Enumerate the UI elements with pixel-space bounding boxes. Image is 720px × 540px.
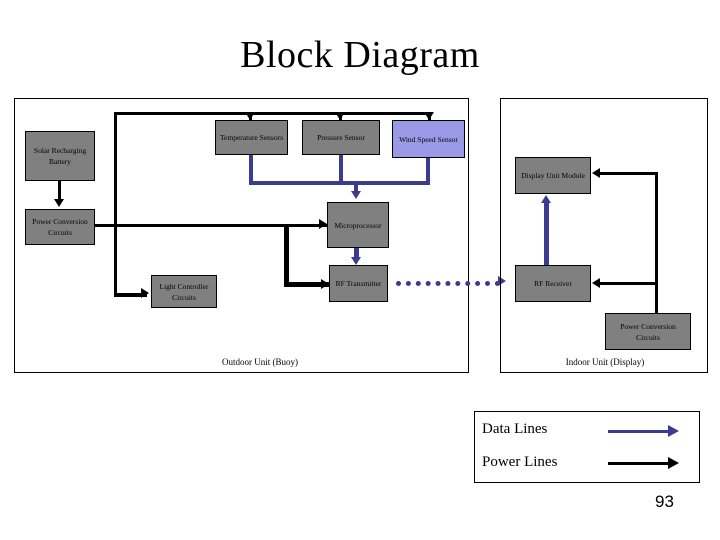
block-label: Microprocessor — [334, 220, 382, 230]
power-arrow-light-controller — [141, 288, 149, 298]
power-bus-vertical-left — [114, 112, 117, 296]
power-feed-rf-transmitter — [284, 282, 331, 287]
block-label: RF Transmitter — [335, 279, 382, 288]
power-arrow-microprocessor — [319, 219, 327, 229]
block-temperature-sensors[interactable]: Temperature Sensors — [215, 120, 288, 155]
block-label: RF Receiver — [534, 279, 572, 288]
power-arrow-rf-transmitter — [321, 279, 329, 289]
wireless-rf-link — [396, 281, 500, 286]
block-label: Solar Recharging Battery — [33, 146, 87, 166]
power-arrow-wind — [424, 112, 434, 120]
legend-data-lines-arrow — [608, 430, 670, 433]
power-arrow-temperature — [245, 112, 255, 120]
legend-data-lines-arrowhead — [668, 425, 679, 437]
power-feed-display-unit — [600, 172, 658, 175]
block-label: Power Conversion Circuits — [32, 217, 88, 237]
data-arrow-rfrx-to-display — [541, 195, 551, 203]
block-label: Wind Speed Sensor — [399, 134, 458, 144]
power-branch-to-rf-transmitter — [284, 224, 289, 285]
block-rf-transmitter[interactable]: RF Transmitter — [329, 265, 388, 302]
data-arrow-microprocessor — [351, 191, 361, 199]
data-line-micro-to-rftx — [354, 248, 359, 260]
block-display-unit-module[interactable]: Display Unit Module — [515, 157, 591, 194]
outdoor-unit-panel — [14, 98, 469, 373]
legend-power-lines-arrow — [608, 462, 670, 465]
legend-data-lines-label: Data Lines — [482, 421, 548, 437]
page-title: Block Diagram — [240, 34, 480, 76]
indoor-unit-label: Indoor Unit (Display) — [565, 357, 645, 367]
data-line-temperature — [249, 155, 253, 184]
power-feed-light-controller — [114, 293, 147, 297]
block-wind-speed-sensor[interactable]: Wind Speed Sensor — [392, 120, 465, 158]
power-bus-horizontal-mid — [95, 224, 333, 227]
power-arrow-pressure — [335, 112, 345, 120]
outdoor-unit-label: Outdoor Unit (Buoy) — [222, 357, 298, 367]
data-line-wind — [426, 158, 430, 184]
block-light-controller-circuits[interactable]: Light Controller Circuits — [151, 275, 217, 308]
power-arrow-display-unit — [592, 168, 600, 178]
legend-power-lines-label: Power Lines — [482, 454, 558, 470]
block-label: Display Unit Module — [521, 171, 585, 180]
block-power-conversion-circuits-outdoor[interactable]: Power Conversion Circuits — [25, 209, 95, 245]
power-arrow-solar-to-conversion — [54, 199, 64, 207]
legend-power-lines-arrowhead — [668, 457, 679, 469]
block-label: Pressure Sensor — [317, 133, 365, 142]
wireless-rf-arrow — [498, 276, 506, 286]
data-drop-microprocessor — [354, 181, 358, 193]
power-bus-horizontal-top — [114, 112, 431, 115]
block-rf-receiver[interactable]: RF Receiver — [515, 265, 591, 302]
block-label: Temperature Sensors — [220, 133, 283, 142]
data-line-pressure — [339, 155, 343, 184]
block-pressure-sensor[interactable]: Pressure Sensor — [302, 120, 380, 155]
data-line-rfrx-to-display — [544, 203, 549, 265]
block-solar-recharging-battery[interactable]: Solar Recharging Battery — [25, 131, 95, 181]
power-arrow-rf-receiver — [592, 278, 600, 288]
block-label: Light Controller Circuits — [159, 281, 209, 302]
power-bus-vertical-indoor — [655, 172, 658, 314]
block-label: Power Conversion Circuits — [620, 321, 676, 342]
legend-box — [474, 411, 700, 483]
data-bus-horizontal — [249, 181, 430, 185]
indoor-unit-panel — [500, 98, 708, 373]
block-microprocessor[interactable]: Microprocessor — [327, 202, 389, 248]
power-link-solar-to-conversion — [58, 181, 61, 201]
page-number: 93 — [655, 492, 674, 511]
power-feed-rf-receiver — [600, 282, 658, 285]
data-arrow-micro-to-rftx — [351, 257, 361, 265]
block-power-conversion-circuits-indoor[interactable]: Power Conversion Circuits — [605, 313, 691, 350]
